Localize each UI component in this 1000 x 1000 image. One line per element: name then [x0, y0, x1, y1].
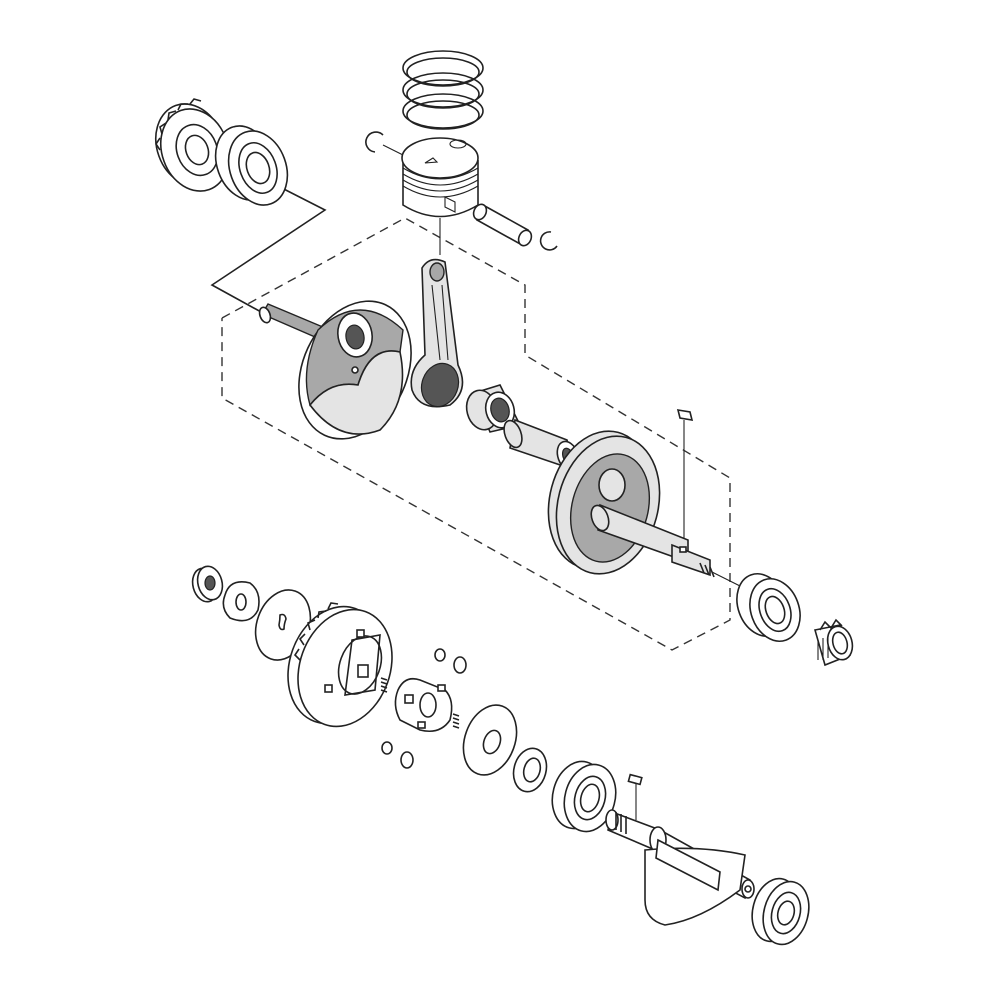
piston-rings[interactable]	[402, 50, 484, 130]
nut[interactable]	[189, 563, 226, 604]
circlip-right[interactable]	[539, 231, 558, 251]
timing-sprocket[interactable]	[813, 618, 856, 667]
balancer-bearing-left[interactable]	[545, 756, 623, 838]
circlip-left[interactable]	[365, 131, 384, 153]
lock-washer[interactable]	[222, 581, 260, 622]
assembly-boundary	[221, 217, 731, 651]
balancer-bearing-right[interactable]	[745, 873, 815, 949]
balancer-shaft[interactable]	[605, 809, 755, 926]
collar[interactable]	[509, 745, 551, 796]
bearing-left[interactable]	[206, 118, 298, 214]
connecting-rod[interactable]	[410, 258, 464, 412]
crank-web-left[interactable]	[258, 283, 433, 457]
damper-springs[interactable]	[380, 656, 467, 769]
woodruff-key-balancer[interactable]	[627, 773, 643, 786]
crank-web-right[interactable]	[534, 419, 715, 585]
piston-pin[interactable]	[471, 202, 534, 248]
piston[interactable]	[401, 137, 479, 218]
leader-lines	[210, 144, 753, 820]
bearing-right[interactable]	[729, 567, 809, 649]
damper-pins[interactable]	[381, 648, 446, 755]
gear-hub[interactable]	[394, 677, 453, 733]
thrust-washer[interactable]	[454, 698, 526, 783]
balancer-driven-gear[interactable]	[272, 593, 408, 740]
woodruff-key-crank[interactable]	[676, 409, 694, 421]
drive-gear[interactable]	[145, 94, 241, 201]
